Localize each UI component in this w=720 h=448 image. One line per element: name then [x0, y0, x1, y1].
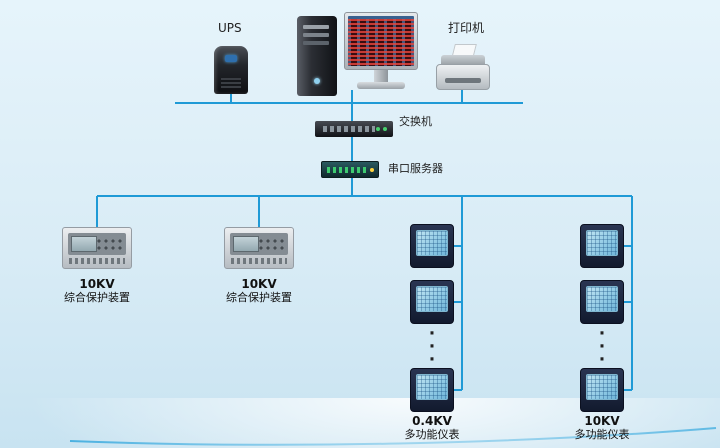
- meter-column-1-name: 多功能仪表: [404, 428, 460, 442]
- meter-column-1-label: 0.4KV 多功能仪表: [392, 414, 472, 442]
- meter-lcd: [586, 286, 618, 312]
- meter-lcd: [586, 230, 618, 256]
- meter-column-2-voltage: 10KV: [584, 414, 620, 428]
- meter-lcd: [416, 286, 448, 312]
- printer-tray: [445, 78, 481, 83]
- meter-icon: [580, 280, 624, 324]
- protection-keypad: [95, 237, 123, 251]
- protection-terminals: [231, 258, 287, 264]
- meter-lcd: [586, 374, 618, 400]
- meter-lcd: [416, 374, 448, 400]
- pc-tower-icon: [297, 16, 337, 96]
- protection-1-voltage: 10KV: [79, 277, 115, 291]
- meter-column-2-label: 10KV 多功能仪表: [562, 414, 642, 442]
- protection-device-icon: [62, 227, 132, 269]
- ups-icon: [214, 46, 248, 94]
- meter-column-1-ellipsis: · · ·: [428, 324, 436, 370]
- switch-label: 交换机: [399, 115, 432, 128]
- meter-icon: [580, 368, 624, 412]
- protection-2-voltage: 10KV: [241, 277, 277, 291]
- meter-icon: [580, 224, 624, 268]
- printer-body: [436, 64, 490, 90]
- ups-label: UPS: [218, 21, 242, 35]
- meter-icon: [410, 224, 454, 268]
- serial-server-label: 串口服务器: [388, 162, 443, 175]
- protection-1-label: 10KV 综合保护装置: [37, 277, 157, 305]
- serial-server-icon: [321, 161, 379, 178]
- protection-panel: [68, 233, 126, 255]
- protection-keypad: [257, 237, 285, 251]
- protection-terminals: [69, 258, 125, 264]
- meter-column-2-name: 多功能仪表: [574, 428, 630, 442]
- protection-2-name: 综合保护装置: [226, 291, 292, 305]
- printer-label: 打印机: [448, 21, 485, 35]
- monitor-base: [357, 82, 405, 89]
- monitor-icon: [344, 12, 418, 70]
- meter-icon: [410, 368, 454, 412]
- monitor-stand: [374, 70, 388, 82]
- protection-1-name: 综合保护装置: [64, 291, 130, 305]
- protection-panel: [230, 233, 288, 255]
- meter-lcd: [416, 230, 448, 256]
- meter-icon: [410, 280, 454, 324]
- protection-device-icon: [224, 227, 294, 269]
- protection-lcd: [71, 236, 97, 252]
- protection-lcd: [233, 236, 259, 252]
- switch-icon: [315, 121, 393, 137]
- printer-icon: [436, 44, 490, 90]
- monitor-screen: [348, 16, 414, 66]
- meter-column-1-voltage: 0.4KV: [412, 414, 452, 428]
- protection-2-label: 10KV 综合保护装置: [199, 277, 319, 305]
- meter-column-2-ellipsis: · · ·: [598, 324, 606, 370]
